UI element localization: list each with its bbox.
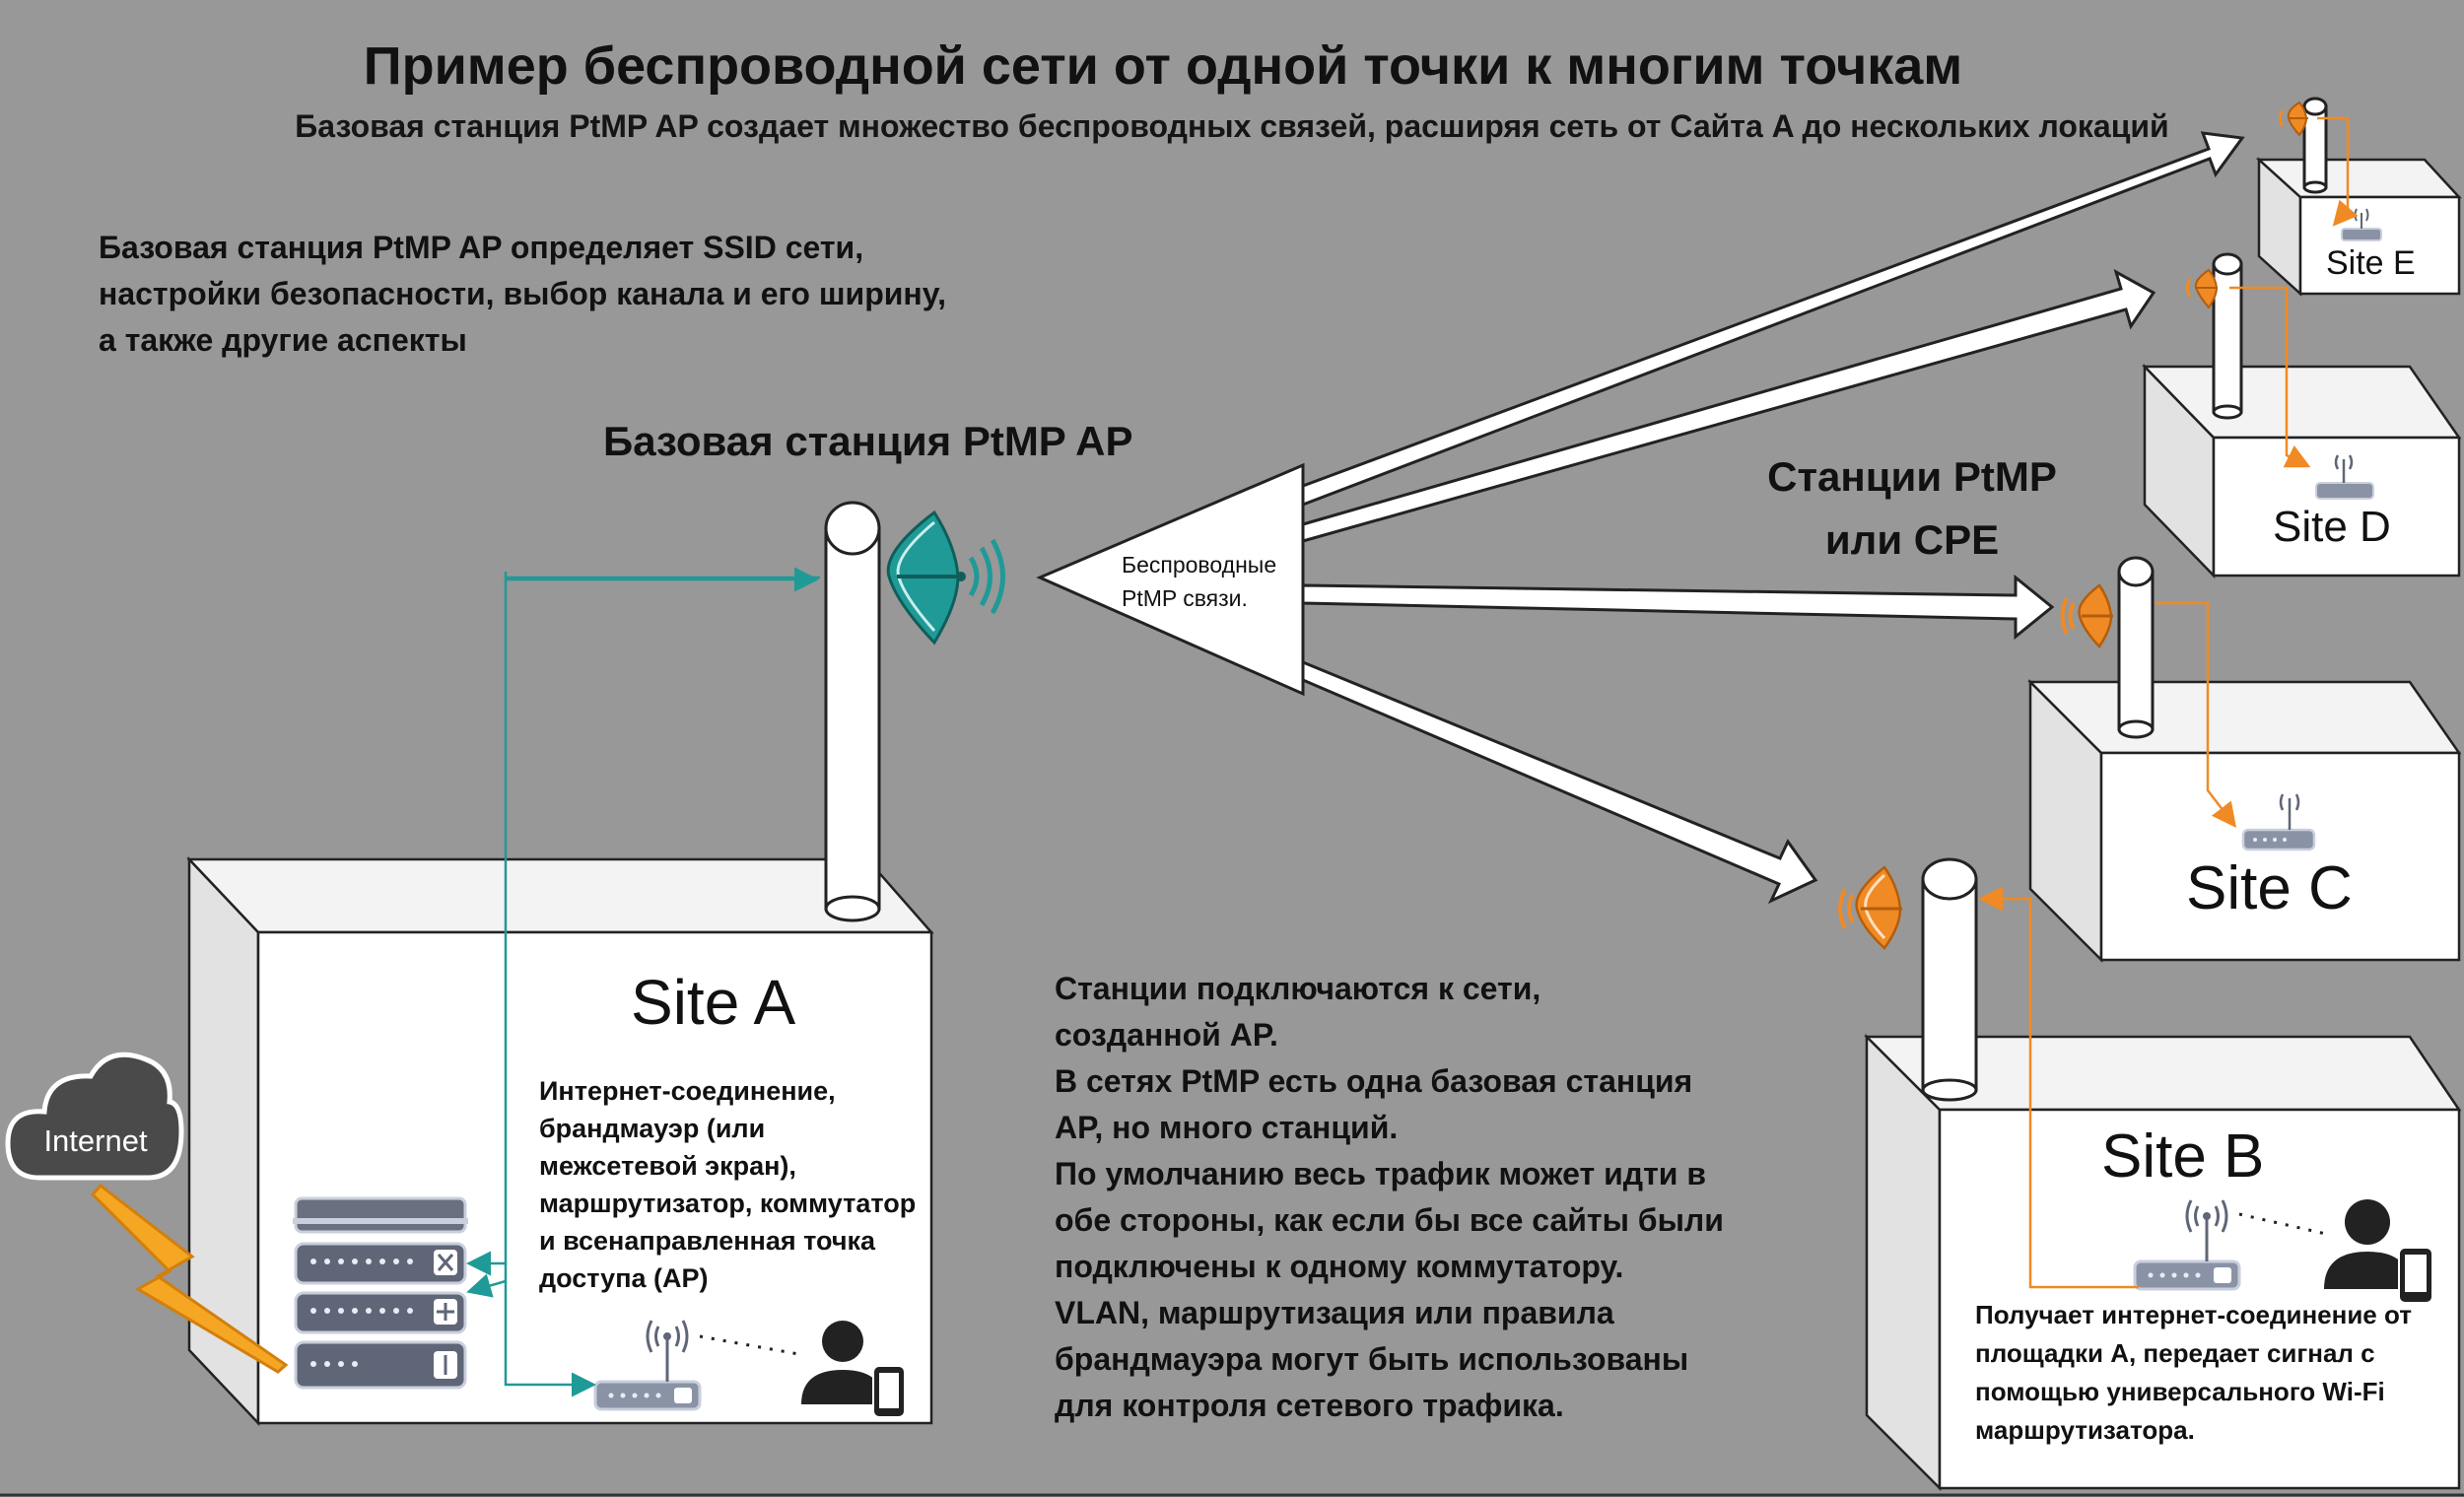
ap-description: Базовая станция PtMP AP определяет SSID … [99,225,946,364]
site-e-label: Site E [2326,244,2416,282]
site-b-description-line: площадки A, передает сигнал с [1975,1338,2375,1368]
site-e-orange-link [2317,116,2359,227]
internet-cloud-icon [5,1052,184,1181]
lightning-bolt-icon [90,1183,289,1374]
stations-description-line: брандмауэра могут быть использованы [1055,1341,1689,1377]
site-a-description-line: маршрутизатор, коммутатор [539,1189,917,1218]
site-c-box [2026,678,2462,964]
arrow-to-site-d [1301,268,2156,543]
site-c-orange-link [2156,601,2237,828]
stations-description-line: В сетях PtMP есть одна базовая станция [1055,1063,1693,1099]
ap-mast [824,501,881,922]
site-a-description-line: брандмауэр (или [539,1114,766,1143]
site-c-router-icon [2241,793,2316,851]
site-d-orange-link [2229,286,2311,468]
site-c-mast [2117,556,2155,739]
site-d-router-icon [2315,454,2374,500]
stations-description-line: созданной AP. [1055,1017,1278,1053]
site-d-mast [2212,252,2243,420]
stations-description: Станции подключаются к сети, созданной A… [1055,966,1724,1429]
site-b-user-icon [2324,1199,2433,1304]
site-c-dish-icon [2060,583,2113,649]
stations-description-line: По умолчанию весь трафик может идти в [1055,1156,1706,1191]
stations-description-line: для контроля сетевого трафика. [1055,1388,1564,1423]
stations-label-line: Станции PtMP [1767,453,2057,500]
site-b-mast [1921,857,1978,1102]
stations-description-line: VLAN, маршрутизация или правила [1055,1295,1614,1330]
site-b-description-line: помощью универсального Wi-Fi [1975,1377,2385,1406]
ap-label: Базовая станция PtMP AP [603,418,1133,464]
site-d-label: Site D [2273,503,2391,551]
site-b-box [1863,1033,2462,1492]
wireless-links-label-line: Беспроводные [1122,552,1277,578]
site-a-description-line: Интернет-соединение, [539,1076,836,1106]
wireless-links-label: Беспроводные PtMP связи. [1122,548,1276,615]
wireless-links-label-line: PtMP связи. [1122,585,1248,611]
stations-description-line: AP, но много станций. [1055,1110,1399,1145]
ap-description-line: а также другие аспекты [99,322,467,358]
site-a-description-line: и всенаправленная точка [539,1226,876,1256]
site-a-box [186,855,934,1427]
site-b-router-icon [2133,1199,2241,1291]
site-a-user-icon [801,1321,906,1418]
stations-description-line: Станции подключаются к сети, [1055,971,1541,1006]
site-e-mast [2302,97,2328,194]
site-d-dish-icon [2186,268,2219,309]
site-a-teal-links [466,567,820,1397]
site-a-label: Site A [631,967,796,1038]
wireless-arrows [1301,131,2245,905]
site-c-label: Site C [2186,854,2353,922]
page-subtitle: Базовая станция PtMP AP создает множеств… [295,108,2169,144]
ap-dish-icon [886,510,1005,646]
arrow-to-site-e [1301,131,2245,508]
stations-label: Станции PtMP или CPE [1695,445,2129,572]
site-e-dish-icon [2279,101,2308,137]
stations-description-line: обе стороны, как если бы все сайты были [1055,1202,1724,1238]
internet-label: Internet [43,1123,148,1158]
site-b-label: Site B [2101,1123,2265,1191]
arrow-to-site-b [1301,659,1818,905]
wireless-links-triangle [1036,462,1305,697]
ap-description-line: настройки безопасности, выбор канала и е… [99,276,947,311]
page-title: Пример беспроводной сети от одной точки … [363,36,1963,96]
ap-description-line: Базовая станция PtMP AP определяет SSID … [99,230,864,265]
stations-description-line: подключены к одному коммутатору. [1055,1249,1624,1284]
site-b-orange-link [1978,886,2139,1289]
site-b-description-line: Получает интернет-соединение от [1975,1300,2412,1329]
site-a-description-line: доступа (AP) [539,1263,709,1293]
site-b-description-line: маршрутизатора. [1975,1415,2195,1445]
site-a-description: Интернет-соединение, брандмауэр (или меж… [539,1072,916,1297]
arrow-to-site-c [1301,574,2055,641]
site-b-dish-icon [1838,865,1902,950]
site-b-description: Получает интернет-соединение от площадки… [1975,1296,2412,1450]
stations-label-line: или CPE [1824,516,2000,563]
server-rack-icon [293,1196,468,1390]
site-a-description-line: межсетевой экран), [539,1151,796,1181]
